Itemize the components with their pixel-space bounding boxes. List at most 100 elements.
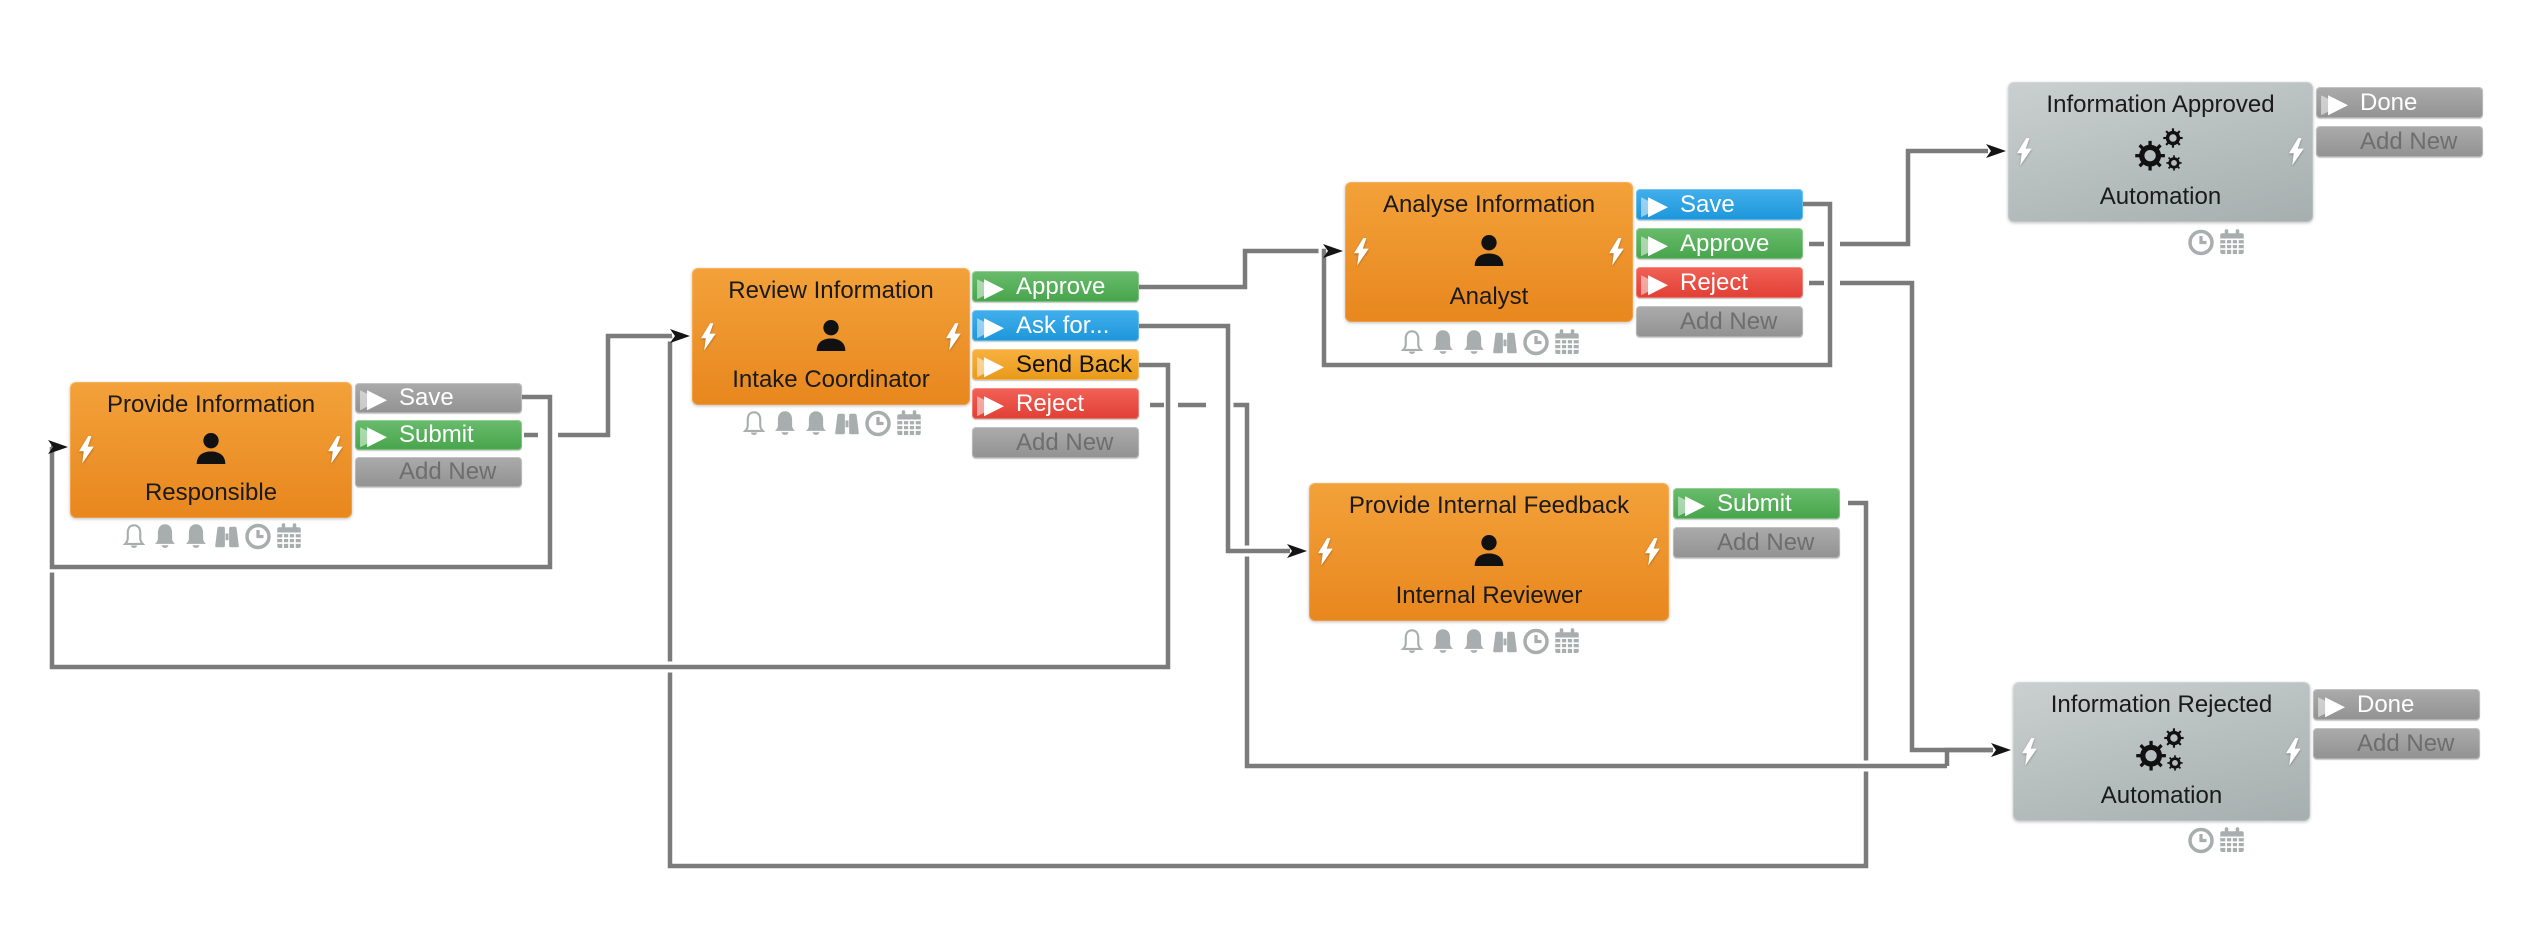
clock-icon[interactable] bbox=[863, 407, 893, 440]
provide-information-add-new-button[interactable]: Add New bbox=[355, 457, 522, 487]
state-title: Provide Information bbox=[106, 391, 316, 418]
state-information-rejected[interactable]: Information Rejected Automation bbox=[2013, 682, 2310, 821]
binoculars-icon[interactable] bbox=[212, 520, 242, 553]
lightning-icon bbox=[1645, 538, 1660, 566]
edge-analyse-save-selfloop bbox=[1318, 198, 1836, 371]
edge-review-approve-to-analyse bbox=[1138, 245, 1326, 293]
button-stack-provide-information: ▶▶ Save ▶▶ Submit Add New bbox=[355, 383, 522, 487]
review-information-reject-button[interactable]: ▶▶ Reject bbox=[972, 388, 1139, 419]
binoculars-icon[interactable] bbox=[832, 407, 862, 440]
transition-icon: ▶▶ bbox=[977, 349, 1004, 380]
button-stack-information-rejected: ▶▶ Done Add New bbox=[2313, 689, 2480, 759]
edge-review-askfor-to-internal-feedback bbox=[1138, 320, 1290, 557]
binoculars-icon[interactable] bbox=[1490, 625, 1520, 658]
analyse-information-save-button[interactable]: ▶▶ Save bbox=[1636, 189, 1803, 220]
state-provide-internal-feedback[interactable]: Provide Internal Feedback Internal Revie… bbox=[1309, 483, 1669, 621]
review-information-add-new-button[interactable]: Add New bbox=[972, 427, 1139, 458]
edge-provide-save-selfloop bbox=[46, 391, 556, 573]
transition-icon: ▶▶ bbox=[1641, 228, 1668, 259]
person-icon bbox=[1468, 531, 1510, 571]
transition-icon: ▶▶ bbox=[360, 383, 387, 413]
bell-icon[interactable] bbox=[1459, 625, 1489, 658]
state-information-approved[interactable]: Information Approved Automation bbox=[2008, 82, 2313, 222]
internal-feedback-submit-button[interactable]: ▶▶ Submit bbox=[1673, 488, 1840, 519]
button-stack-provide-internal-feedback: ▶▶ Submit Add New bbox=[1673, 488, 1840, 558]
bell-icon[interactable] bbox=[770, 407, 800, 440]
bell-icon[interactable] bbox=[1459, 326, 1489, 359]
bell-outline-icon[interactable] bbox=[119, 520, 149, 553]
bell-icon[interactable] bbox=[1428, 625, 1458, 658]
bell-icon[interactable] bbox=[150, 520, 180, 553]
edge-provide-submit-to-review bbox=[558, 330, 672, 441]
transition-icon: ▶▶ bbox=[1678, 488, 1705, 519]
analyse-information-reject-button[interactable]: ▶▶ Reject bbox=[1636, 267, 1803, 298]
information-approved-add-new-button[interactable]: Add New bbox=[2316, 126, 2483, 157]
lightning-icon bbox=[701, 323, 716, 351]
state-provide-information[interactable]: Provide Information Responsible bbox=[70, 382, 352, 518]
calendar-icon[interactable] bbox=[2217, 226, 2247, 259]
lightning-icon bbox=[2286, 738, 2301, 766]
transition-icon: ▶▶ bbox=[977, 271, 1004, 302]
bell-icon[interactable] bbox=[1428, 326, 1458, 359]
state-title: Provide Internal Feedback bbox=[1348, 492, 1630, 519]
calendar-icon[interactable] bbox=[1552, 326, 1582, 359]
lightning-icon bbox=[79, 436, 94, 464]
state-role: Intake Coordinator bbox=[732, 365, 930, 393]
calendar-icon[interactable] bbox=[894, 407, 924, 440]
lightning-icon bbox=[1609, 238, 1624, 266]
internal-feedback-add-new-button[interactable]: Add New bbox=[1673, 527, 1840, 558]
person-icon bbox=[810, 316, 852, 356]
state-review-information[interactable]: Review Information Intake Coordinator bbox=[692, 268, 970, 405]
clock-icon[interactable] bbox=[2186, 226, 2216, 259]
calendar-icon[interactable] bbox=[274, 520, 304, 553]
edge-review-reject-to-rejected bbox=[1232, 399, 1992, 772]
information-rejected-done-button[interactable]: ▶▶ Done bbox=[2313, 689, 2480, 720]
calendar-icon[interactable] bbox=[2217, 824, 2247, 857]
review-information-ask-for-button[interactable]: ▶▶ Ask for... bbox=[972, 310, 1139, 341]
lightning-icon bbox=[1354, 238, 1369, 266]
lightning-icon bbox=[328, 436, 343, 464]
binoculars-icon[interactable] bbox=[1490, 326, 1520, 359]
review-information-approve-button[interactable]: ▶▶ Approve bbox=[972, 271, 1139, 302]
information-approved-done-button[interactable]: ▶▶ Done bbox=[2316, 87, 2483, 118]
edge-analyse-approve-to-approved bbox=[1840, 145, 1988, 250]
transition-icon: ▶▶ bbox=[2321, 87, 2348, 118]
icon-row-provide-information bbox=[119, 520, 304, 553]
transition-icon: ▶▶ bbox=[977, 388, 1004, 419]
state-role: Analyst bbox=[1449, 282, 1529, 310]
arrowhead-icon bbox=[670, 329, 690, 343]
state-analyse-information[interactable]: Analyse Information Analyst bbox=[1345, 182, 1633, 322]
provide-information-save-button[interactable]: ▶▶ Save bbox=[355, 383, 522, 413]
button-stack-review-information: ▶▶ Approve ▶▶ Ask for... ▶▶ Send Back ▶▶… bbox=[972, 271, 1139, 458]
analyse-information-add-new-button[interactable]: Add New bbox=[1636, 306, 1803, 337]
lightning-icon bbox=[2017, 138, 2032, 166]
gears-icon bbox=[2136, 728, 2188, 774]
state-title: Analyse Information bbox=[1382, 191, 1596, 218]
button-stack-analyse-information: ▶▶ Save ▶▶ Approve ▶▶ Reject Add New bbox=[1636, 189, 1803, 337]
review-information-send-back-button[interactable]: ▶▶ Send Back bbox=[972, 349, 1139, 380]
person-icon bbox=[190, 429, 232, 469]
bell-icon[interactable] bbox=[801, 407, 831, 440]
transition-icon: ▶▶ bbox=[360, 420, 387, 450]
bell-icon[interactable] bbox=[181, 520, 211, 553]
lightning-icon bbox=[1318, 538, 1333, 566]
information-rejected-add-new-button[interactable]: Add New bbox=[2313, 728, 2480, 759]
transition-icon: ▶▶ bbox=[2318, 689, 2345, 720]
clock-icon[interactable] bbox=[2186, 824, 2216, 857]
provide-information-submit-button[interactable]: ▶▶ Submit bbox=[355, 420, 522, 450]
lightning-icon bbox=[946, 323, 961, 351]
clock-icon[interactable] bbox=[1521, 625, 1551, 658]
analyse-information-approve-button[interactable]: ▶▶ Approve bbox=[1636, 228, 1803, 259]
arrowhead-icon bbox=[1287, 544, 1307, 558]
lightning-icon bbox=[2289, 138, 2304, 166]
clock-icon[interactable] bbox=[1521, 326, 1551, 359]
bell-outline-icon[interactable] bbox=[739, 407, 769, 440]
calendar-icon[interactable] bbox=[1552, 625, 1582, 658]
edge-dashes bbox=[524, 241, 1824, 438]
clock-icon[interactable] bbox=[243, 520, 273, 553]
state-title: Information Approved bbox=[2046, 91, 2275, 118]
bell-outline-icon[interactable] bbox=[1397, 625, 1427, 658]
bell-outline-icon[interactable] bbox=[1397, 326, 1427, 359]
transition-icon: ▶▶ bbox=[1641, 189, 1668, 220]
